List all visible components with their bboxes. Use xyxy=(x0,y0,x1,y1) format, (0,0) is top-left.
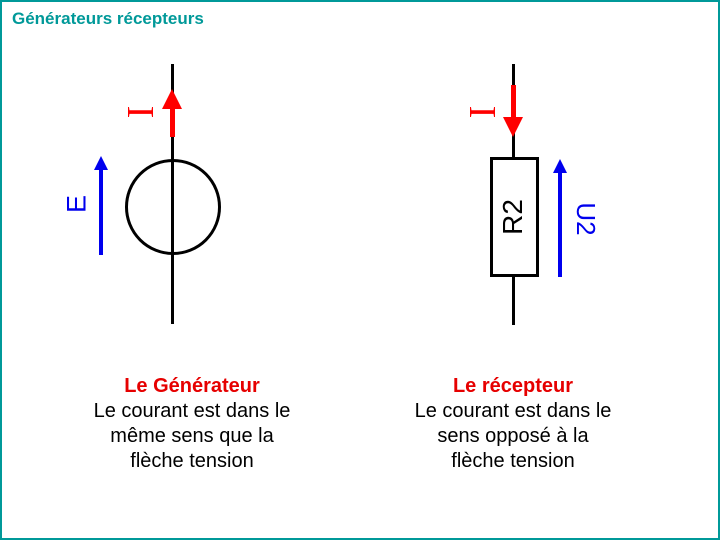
receptor-caption-line: sens opposé à la xyxy=(437,425,589,447)
emf-arrow-up-icon xyxy=(94,156,108,170)
generator-current-label: I xyxy=(120,105,162,119)
receptor-caption-title: Le récepteur xyxy=(452,375,574,397)
current-arrow-up-shaft xyxy=(170,106,175,137)
generator-caption-line: Le courant est dans le xyxy=(93,400,291,422)
receptor-caption-line: Le courant est dans le xyxy=(414,400,612,422)
voltage-arrow-shaft xyxy=(558,171,562,277)
receptor-caption: Le récepteur Le courant est dans le sens… xyxy=(383,374,643,474)
resistor-box xyxy=(490,157,539,277)
generator-caption-line: même sens que la xyxy=(110,425,274,447)
generator-caption: Le Générateur Le courant est dans le mêm… xyxy=(62,374,322,474)
receptor-current-label: I xyxy=(462,105,504,119)
resistor-label: R2 xyxy=(497,199,528,235)
current-arrow-down-icon xyxy=(503,117,523,137)
slide-title: Générateurs récepteurs xyxy=(12,9,204,28)
generator-caption-line: flèche tension xyxy=(130,450,254,472)
generator-circle xyxy=(125,159,221,255)
receptor-caption-line: flèche tension xyxy=(451,450,575,472)
emf-label: E xyxy=(61,194,92,214)
emf-arrow-shaft xyxy=(99,168,103,255)
current-arrow-down-shaft xyxy=(511,85,516,118)
voltage-arrow-up-icon xyxy=(553,159,567,173)
generator-caption-title: Le Générateur xyxy=(124,375,260,397)
voltage-label: U2 xyxy=(571,202,601,236)
receptor-wire-bottom xyxy=(512,277,515,325)
current-arrow-up-icon xyxy=(162,89,182,109)
